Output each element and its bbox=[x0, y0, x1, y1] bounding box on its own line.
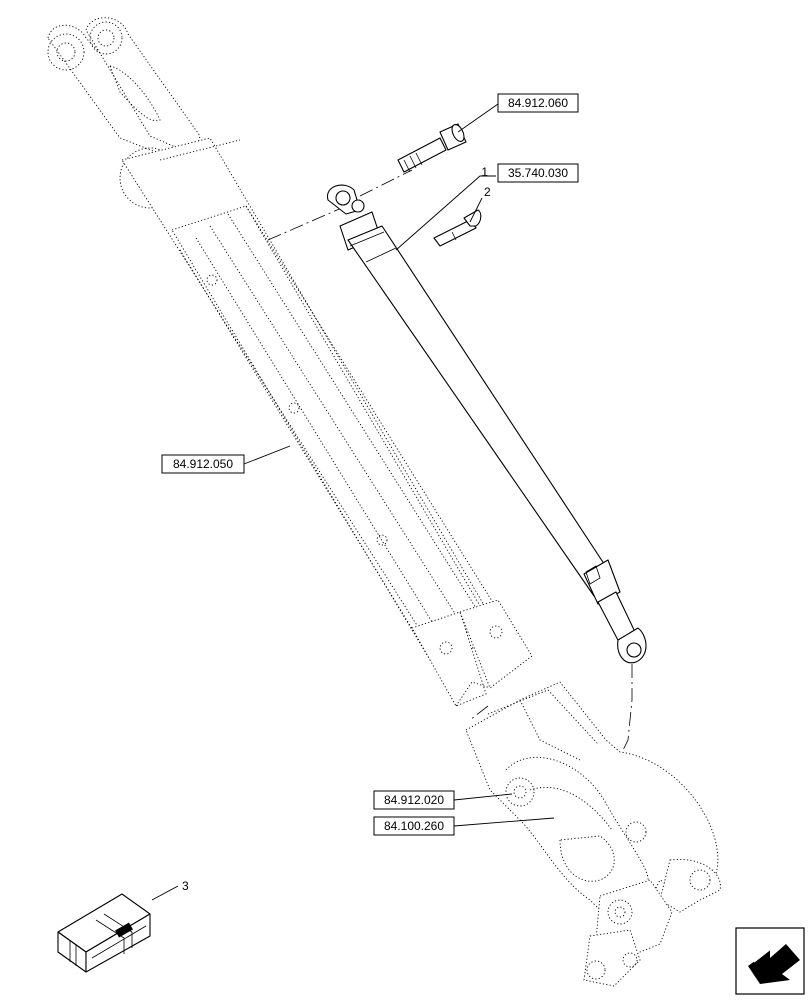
item-number-1: 1 bbox=[481, 165, 488, 179]
dipper-boom[interactable] bbox=[47, 17, 533, 707]
ref-pivot-link: 84.912.020 bbox=[384, 793, 444, 807]
arrow-back-icon[interactable] bbox=[735, 927, 805, 995]
ref-cylinder-kit: 35.740.030 bbox=[508, 166, 568, 180]
kit-crate bbox=[57, 893, 151, 973]
callout-kit[interactable]: 3 bbox=[151, 879, 189, 901]
item-number-3: 3 bbox=[182, 879, 189, 893]
callout-cylinder[interactable]: 1 35.740.030 bbox=[395, 163, 579, 251]
hydraulic-cylinder[interactable] bbox=[327, 184, 647, 664]
callout-dipper-boom[interactable]: 84.912.050 bbox=[161, 445, 291, 474]
callout-pivot-link[interactable]: 84.912.020 bbox=[373, 790, 513, 810]
main-boom-base[interactable] bbox=[465, 681, 721, 987]
upper-link-pin[interactable] bbox=[397, 123, 467, 173]
callout-mounting-bracket[interactable]: 84.100.260 bbox=[373, 816, 555, 836]
item-number-2: 2 bbox=[484, 185, 491, 199]
ref-dipper-boom: 84.912.050 bbox=[173, 457, 233, 471]
callout-pin[interactable]: 2 bbox=[469, 185, 491, 223]
ref-upper-link: 84.912.060 bbox=[508, 96, 568, 110]
ref-mounting-bracket: 84.100.260 bbox=[384, 819, 444, 833]
callout-upper-link[interactable]: 84.912.060 bbox=[457, 93, 579, 133]
